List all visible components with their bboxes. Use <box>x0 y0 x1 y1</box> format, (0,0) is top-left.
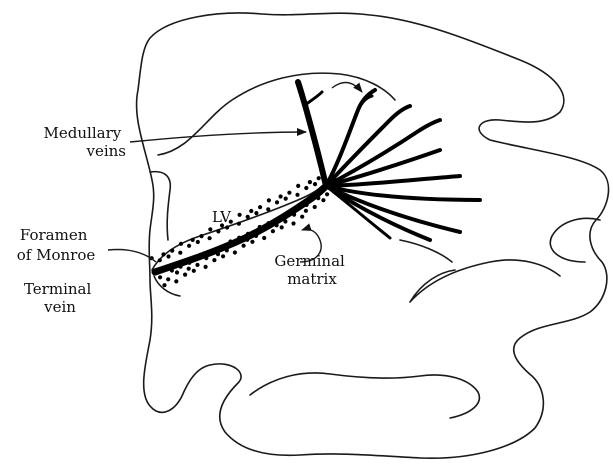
germinal-dot <box>187 244 191 248</box>
sulcus-upper <box>158 73 395 155</box>
germinal-dot <box>158 258 162 262</box>
germinal-dot <box>304 186 308 190</box>
germinal-dot <box>204 265 208 269</box>
germinal-dot <box>267 198 271 202</box>
germinal-dot <box>313 205 317 209</box>
germinal-dot <box>317 176 321 180</box>
germinal-dot <box>308 180 312 184</box>
germinal-dot <box>174 279 178 283</box>
germinal-dot <box>325 192 329 196</box>
germinal-dot <box>225 225 229 229</box>
germinal-dot <box>196 240 200 244</box>
germinal-dot <box>295 193 299 197</box>
label-lateral-ventricle: LV <box>212 208 232 226</box>
germinal-dot <box>242 244 246 248</box>
label-foramen-of-monroe: Foramen of Monroe <box>17 226 96 264</box>
germinal-dot <box>192 269 196 273</box>
germinal-dot <box>280 225 284 229</box>
medullary-veins-arrow-upper <box>332 82 362 92</box>
germinal-dot <box>321 198 325 202</box>
germinal-dot <box>221 254 225 258</box>
germinal-dot <box>212 258 216 262</box>
germinal-dot <box>313 182 317 186</box>
germinal-dot <box>170 249 174 253</box>
germinal-dot <box>279 194 283 198</box>
germinal-dot <box>178 251 182 255</box>
germinal-dot <box>187 267 191 271</box>
germinal-dot <box>250 240 254 244</box>
germinal-dot <box>258 205 262 209</box>
sulcus-lower <box>410 260 560 302</box>
germinal-dot <box>238 213 242 217</box>
germinal-dot <box>162 283 166 287</box>
germinal-dot <box>271 229 275 233</box>
germinal-dot <box>237 222 241 226</box>
germinal-dot <box>300 215 304 219</box>
germinal-dot <box>158 275 162 279</box>
germinal-dot <box>208 227 212 231</box>
brain-outline <box>137 13 609 458</box>
germinal-dot <box>249 209 253 213</box>
label-medullary-veins: Medullary veins <box>44 124 126 160</box>
germinal-dot <box>304 209 308 213</box>
temporal-lobe-contour <box>250 373 479 418</box>
germinal-dot <box>175 270 179 274</box>
germinal-dot <box>266 207 270 211</box>
germinal-dot <box>246 215 250 219</box>
germinal-dot <box>161 252 165 256</box>
germinal-dot <box>296 184 300 188</box>
germinal-dot <box>195 263 199 267</box>
germinal-dot <box>291 221 295 225</box>
germinal-dot <box>284 197 288 201</box>
germinal-dot <box>166 277 170 281</box>
germinal-dot <box>208 236 212 240</box>
germinal-dot <box>216 229 220 233</box>
germinal-dot <box>287 191 291 195</box>
germinal-dot <box>166 254 170 258</box>
germinal-dot <box>183 273 187 277</box>
germinal-dot <box>262 236 266 240</box>
germinal-dot <box>191 238 195 242</box>
germinal-dot <box>275 200 279 204</box>
label-terminal-vein: Terminal vein <box>24 280 96 316</box>
medullary-veins-arrow <box>130 132 306 142</box>
germinal-dot <box>233 250 237 254</box>
label-germinal-matrix: Germinal matrix <box>274 252 349 288</box>
sulcus-middle <box>400 240 452 262</box>
germinal-dot <box>179 242 183 246</box>
germinal-dot <box>254 211 258 215</box>
medullary-veins <box>298 82 480 240</box>
germinal-dot <box>199 234 203 238</box>
